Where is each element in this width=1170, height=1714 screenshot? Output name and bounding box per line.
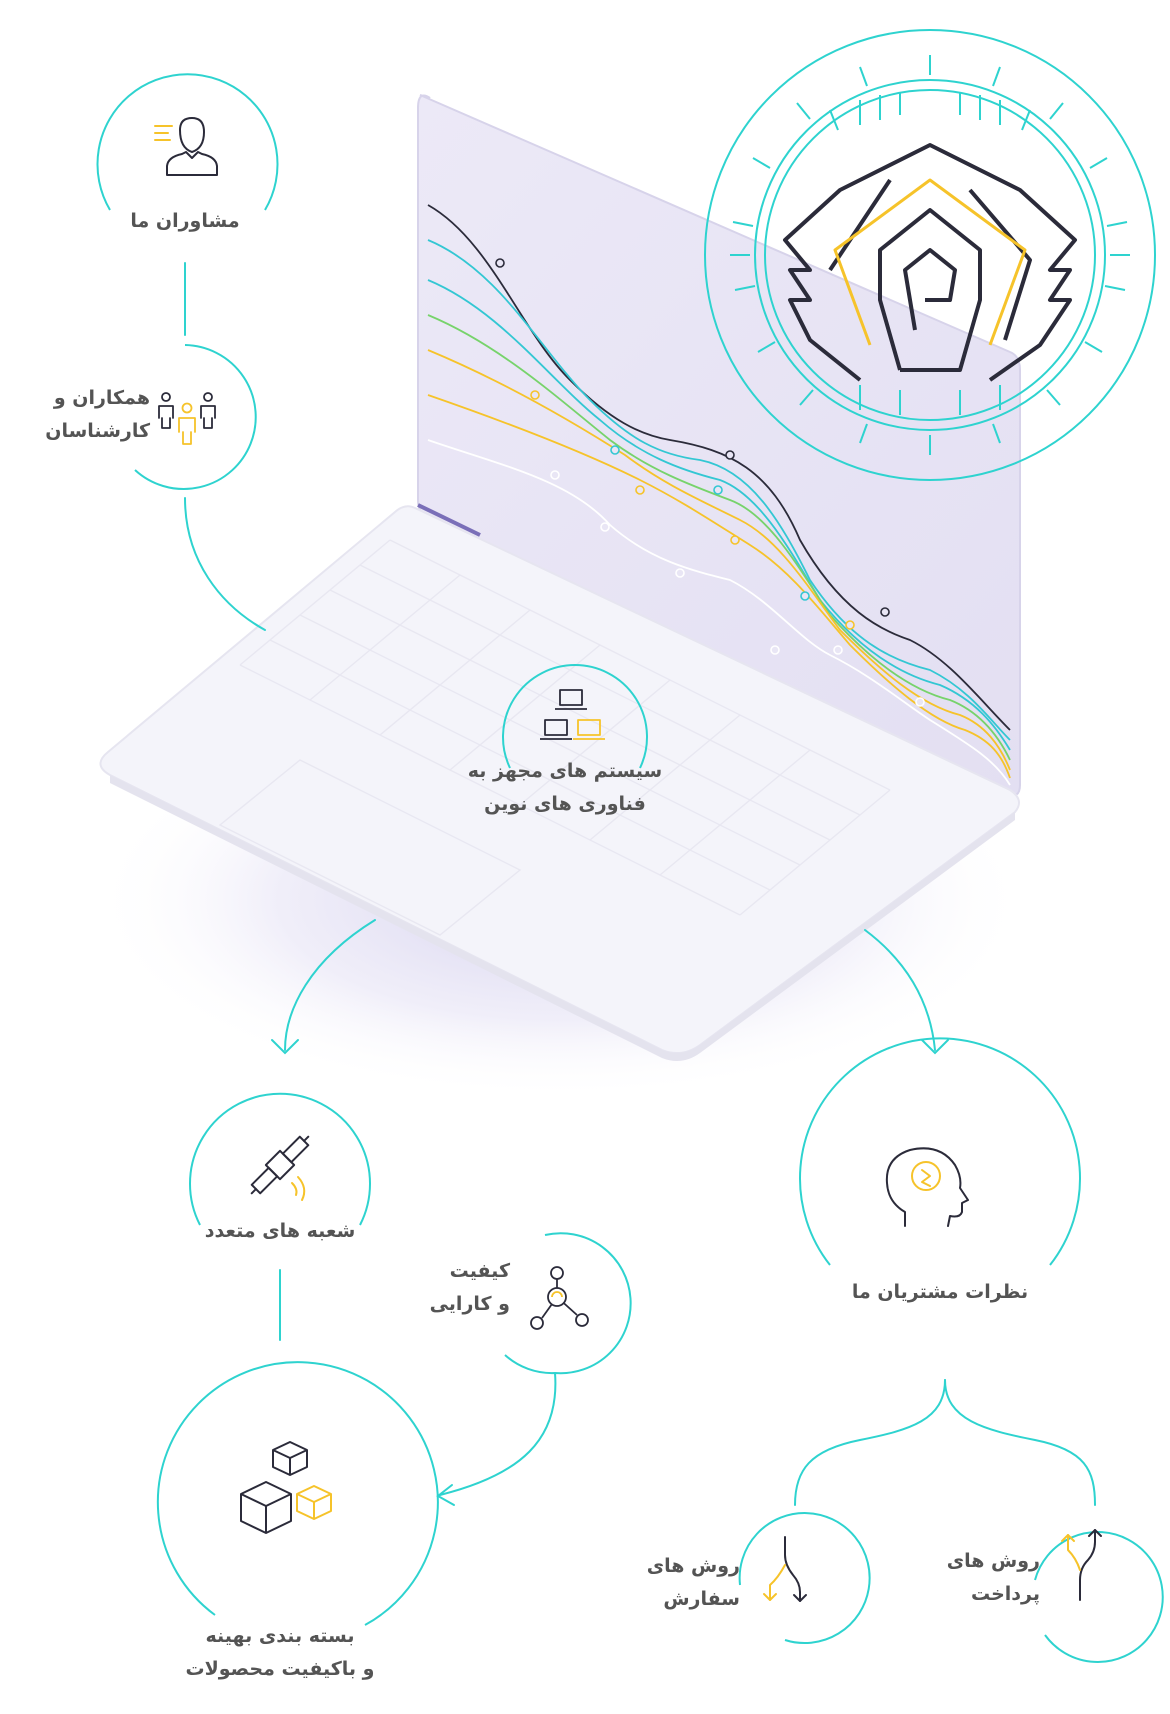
ordering-label: روش های سفارش xyxy=(630,1550,740,1616)
colleagues-label: همکاران و کارشناسان xyxy=(20,382,150,448)
branches-label: شعبه های متعدد xyxy=(180,1215,380,1248)
connectors xyxy=(184,262,1096,1506)
colleagues-label-line1: همکاران و xyxy=(53,387,150,409)
systems-label-line2: فناوری های نوین xyxy=(484,793,646,815)
advisors-label-text: مشاوران ما xyxy=(130,210,240,232)
network-icon xyxy=(530,1266,589,1330)
systems-circle xyxy=(502,664,648,769)
laptop-illustration xyxy=(90,94,1030,1100)
ordering-circle xyxy=(738,1512,871,1645)
reviews-circle xyxy=(799,1037,1081,1266)
colleagues-label-line2: کارشناسان xyxy=(45,420,150,442)
laptop-keyboard xyxy=(218,539,891,936)
payment-label-line1: روش های xyxy=(946,1550,1040,1572)
reviews-label: نظرات مشتریان ما xyxy=(830,1276,1050,1309)
colleagues-circle xyxy=(134,344,257,490)
ordering-label-line2: سفارش xyxy=(663,1588,740,1610)
payment-circle xyxy=(1034,1531,1164,1663)
quality-label-line1: کیفیت xyxy=(449,1260,510,1282)
quality-label-line2: و کارایی xyxy=(429,1293,510,1315)
maze-logo xyxy=(704,29,1156,481)
person-icon xyxy=(154,117,218,176)
branches-circle xyxy=(189,1092,371,1226)
head-icon xyxy=(885,1147,969,1227)
split-arrows-icon xyxy=(1061,1529,1102,1601)
screen-curves xyxy=(427,204,1011,786)
boxes-icon xyxy=(240,1441,332,1534)
team-icon xyxy=(158,392,216,445)
advisors-circle xyxy=(96,73,279,211)
satellite-icon xyxy=(250,1135,310,1201)
packaging-circle xyxy=(156,1361,439,1626)
branches-label-text: شعبه های متعدد xyxy=(204,1220,356,1242)
packaging-label: بسته بندی بهینه و باکیفیت محصولات xyxy=(160,1620,400,1686)
systems-label: سیستم های مجهز به فناوری های نوین xyxy=(430,755,700,821)
ordering-label-line1: روش های xyxy=(646,1555,740,1577)
merge-arrows-icon xyxy=(763,1536,807,1602)
quality-circle xyxy=(504,1232,632,1375)
systems-label-line1: سیستم های مجهز به xyxy=(467,760,663,782)
advisors-label: مشاوران ما xyxy=(100,205,270,238)
packaging-label-line1: بسته بندی بهینه xyxy=(205,1625,355,1647)
laptops-icon xyxy=(540,689,605,740)
payment-label-line2: پرداخت xyxy=(970,1583,1040,1605)
quality-label: کیفیت و کارایی xyxy=(395,1255,510,1321)
reviews-label-text: نظرات مشتریان ما xyxy=(851,1281,1029,1303)
packaging-label-line2: و باکیفیت محصولات xyxy=(185,1658,375,1680)
payment-label: روش های پرداخت xyxy=(930,1545,1040,1611)
